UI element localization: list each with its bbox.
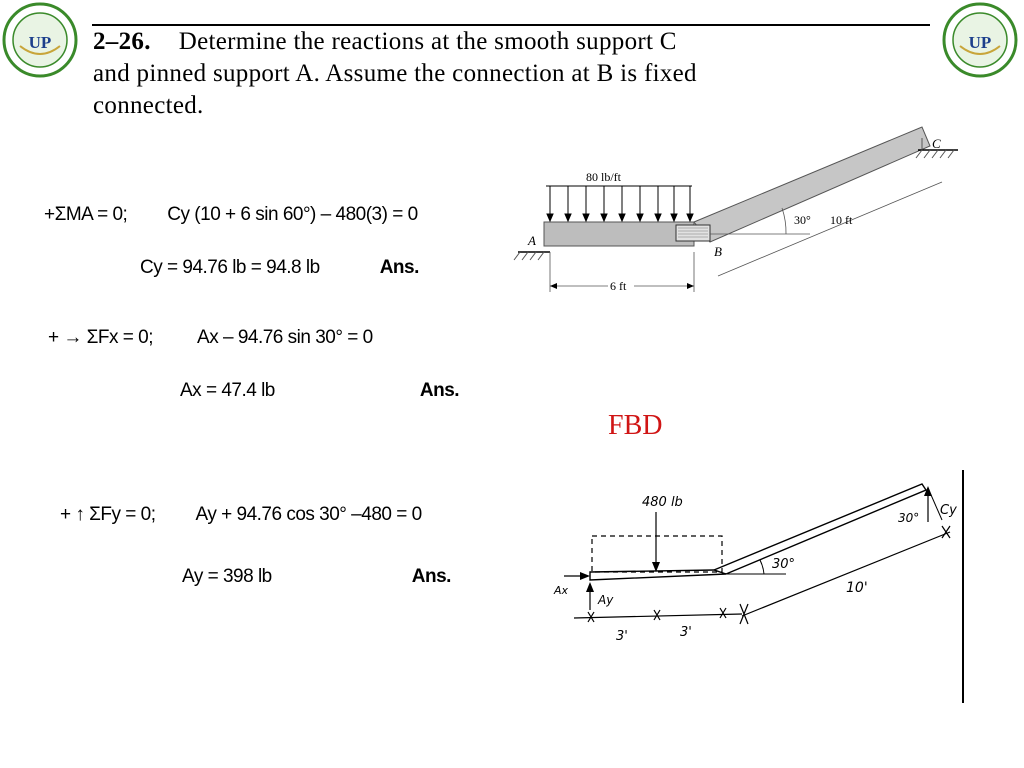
label-b: B (714, 244, 722, 259)
fbd-resultant: 480 lb (642, 495, 683, 510)
problem-statement: 2–26. Determine the reactions at the smoo… (93, 26, 923, 122)
problem-line-1: Determine the reactions at the smooth su… (178, 28, 677, 55)
title-rule (92, 24, 930, 26)
fbd-cy: Cy (940, 503, 957, 518)
fbd-dim-1: 3' (616, 629, 628, 644)
fy-equation: + ↑ ΣFy = 0;Ay + 94.76 cos 30° –480 = 0 (60, 504, 422, 525)
fbd-dim-2: 3' (680, 625, 692, 640)
problem-number: 2–26. (93, 28, 151, 55)
fbd-ay: Ay (597, 593, 614, 607)
angle-label: 30° (794, 213, 811, 227)
fbd-title: FBD (608, 410, 663, 441)
fbd-angle-b: 30° (772, 557, 795, 572)
label-c: C (932, 136, 941, 151)
fx-equation: + → ΣFx = 0;Ax – 94.76 sin 30° = 0 (48, 327, 373, 348)
university-logo-left: UP (2, 2, 78, 78)
fbd-ax: Ax (553, 584, 569, 597)
fbd-dim-3: 10' (846, 580, 868, 596)
label-a: A (527, 233, 536, 248)
fbd-angle-c: 30° (898, 511, 919, 525)
length-ab-label: 6 ft (610, 279, 627, 293)
free-body-diagram: 480 lb 30° 30° Cy Ax Ay 3' 3' 10' (553, 470, 964, 703)
moment-equation: +ΣMA = 0;Cy (10 + 6 sin 60°) – 480(3) = … (44, 204, 418, 225)
problem-line-3: connected. (93, 92, 204, 119)
structure-figure: C 80 lb/ft A B 30° 10 ft 6 ft (513, 126, 958, 293)
distributed-load-arrows (546, 186, 694, 223)
logo-initials: UP (969, 33, 992, 52)
problem-line-2: and pinned support A. Assume the connect… (93, 60, 697, 87)
load-label: 80 lb/ft (586, 170, 622, 184)
logo-initials: UP (29, 33, 52, 52)
university-logo-right: UP (942, 2, 1018, 78)
length-bc-label: 10 ft (830, 213, 853, 227)
